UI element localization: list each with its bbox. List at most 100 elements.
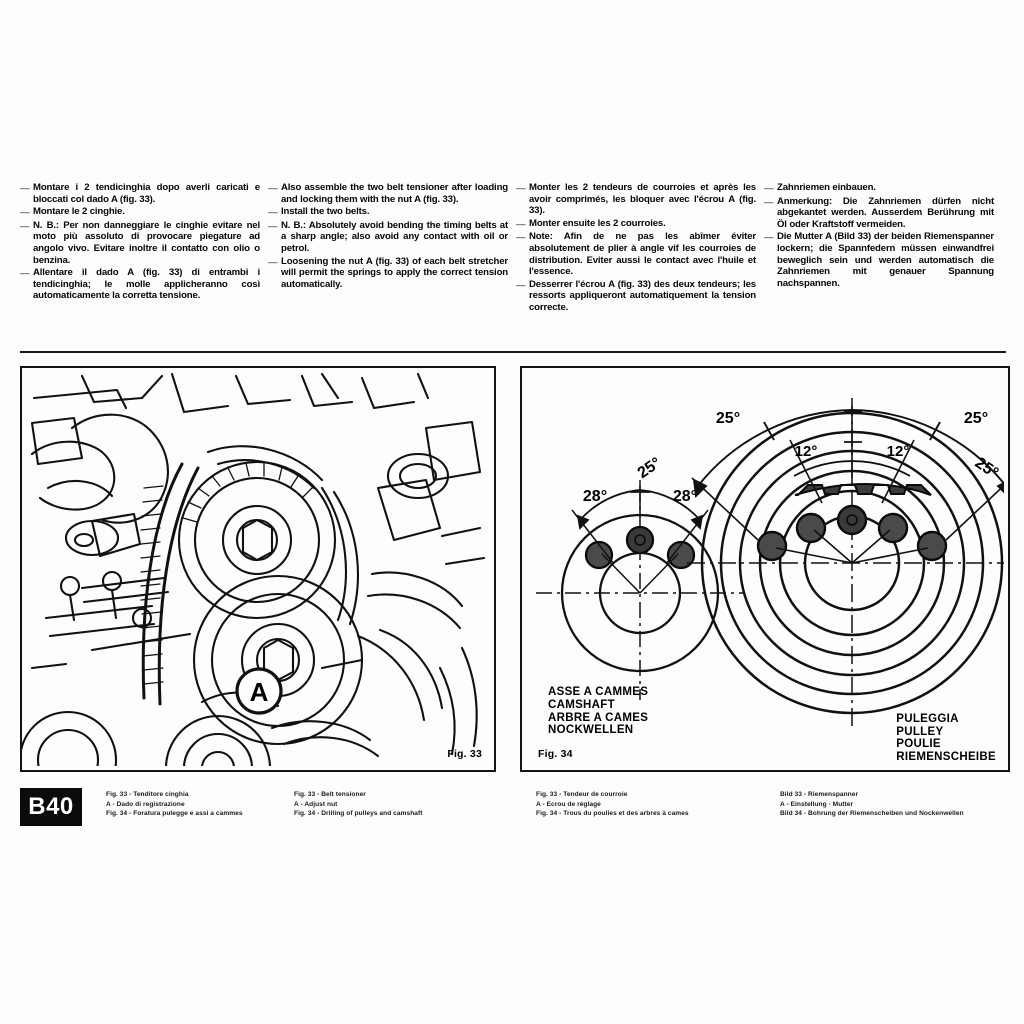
figure-label-fig34: Fig. 34	[538, 748, 573, 760]
instruction-text: Anmerkung: Die Zahnriemen dürfen nicht a…	[777, 196, 994, 231]
dash-marker: —	[20, 268, 30, 280]
instruction-text: Loosening the nut A (fig. 33) of each be…	[281, 255, 508, 290]
dash-marker: —	[268, 256, 278, 268]
instruction-text: Zahnriemen einbauen.	[777, 182, 876, 193]
list-item: — Montare i 2 tendicinghia dopo averli c…	[20, 182, 260, 205]
part-name-en: PULLEY	[896, 725, 944, 738]
instruction-text: Also assemble the two belt tensioner aft…	[281, 182, 508, 205]
part-names-pulley: PULEGGIA PULLEY POULIE RIEMENSCHEIBE	[896, 713, 996, 764]
text-column-german: — Zahnriemen einbauen. — Anmerkung: Die …	[764, 182, 1002, 315]
text-column-italian: — Montare i 2 tendicinghia dopo averli c…	[20, 182, 268, 315]
caption-line: Fig. 33 - Belt tensioner	[294, 791, 366, 798]
caption-line: Bild 34 - Bohrung der Riemenscheiben und…	[780, 810, 964, 818]
instruction-text: N. B.: Absolutely avoid bending the timi…	[281, 220, 508, 255]
dash-marker: —	[268, 220, 278, 232]
dash-marker: —	[764, 196, 774, 208]
part-names-camshaft: ASSE A CAMMES CAMSHAFT ARBRE A CAMES NOC…	[548, 686, 648, 737]
dash-marker: —	[268, 207, 278, 219]
instruction-text: Install the two belts.	[281, 206, 370, 218]
caption-line: A - Adjust nut	[294, 800, 338, 808]
dash-marker: —	[516, 183, 526, 194]
part-name-de: RIEMENSCHEIBE	[896, 751, 996, 764]
instruction-text: Die Mutter A (Bild 33) der beiden Riemen…	[777, 231, 994, 289]
page-number-badge: B40	[20, 788, 82, 826]
instruction-text: Montare i 2 tendicinghia dopo averli car…	[33, 182, 260, 205]
part-name-it: ASSE A CAMMES	[548, 686, 649, 698]
camshaft-diagram: 28° 28°	[536, 480, 744, 700]
list-item: — Montare le 2 cinghie.	[20, 206, 260, 219]
caption-english: Fig. 33 - Belt tensioner A - Adjust nut …	[294, 790, 494, 819]
horizontal-divider	[20, 351, 1006, 353]
part-name-it: PULEGGIA	[896, 712, 959, 725]
figure-label-fig33: Fig. 33	[447, 748, 482, 760]
dash-marker: —	[516, 279, 526, 291]
text-column-french: — Monter les 2 tendeurs de courroies et …	[516, 182, 764, 315]
caption-line: Fig. 33 - Tenditore cinghia	[106, 791, 189, 798]
list-item: — Anmerkung: Die Zahnriemen dürfen nicht…	[764, 196, 994, 231]
list-item: — Zahnriemen einbauen.	[764, 182, 994, 195]
list-item: — N. B.: Per non danneggiare le cinghie …	[20, 220, 260, 266]
dash-marker: —	[268, 183, 278, 194]
angle-label-25-inner-right: 25°	[964, 410, 988, 427]
engine-photo-lineart: A	[22, 368, 490, 766]
caption-line: Bild 33 - Riemenspanner	[780, 791, 859, 798]
text-column-english: — Also assemble the two belt tensioner a…	[268, 182, 516, 315]
instruction-text: N. B.: Per non danneggiare le cinghie ev…	[33, 220, 260, 266]
list-item: — Monter ensuite les 2 courroies.	[516, 218, 756, 231]
part-name-fr: POULIE	[896, 738, 941, 751]
angle-label-28-left: 28°	[583, 488, 607, 505]
instruction-text: Note: Afin de ne pas les abîmer éviter a…	[529, 231, 756, 277]
instruction-text: Montare le 2 cinghie.	[33, 206, 125, 218]
note-body: Absolutely avoid bending the timing belt…	[281, 219, 508, 254]
part-name-en: CAMSHAFT	[548, 698, 615, 711]
callout-a: A	[235, 667, 283, 715]
caption-german: Bild 33 - Riemenspanner A - Einstellung …	[780, 790, 1020, 819]
instruction-text-block: — Montare i 2 tendicinghia dopo averli c…	[20, 182, 1010, 315]
dash-marker: —	[516, 232, 526, 244]
angle-label-12-right: 12°	[887, 443, 910, 460]
dash-marker: —	[20, 220, 30, 232]
caption-line: A - Ecrou de réglage	[536, 800, 601, 808]
list-item: — Allentare il dado A (fig. 33) di entra…	[20, 267, 260, 302]
list-item: — Monter les 2 tendeurs de courroies et …	[516, 182, 756, 217]
angle-label-25-inner-left: 25°	[716, 410, 740, 427]
caption-italian: Fig. 33 - Tenditore cinghia A - Dado di …	[106, 790, 306, 819]
svg-text:A: A	[250, 677, 269, 707]
note-label: Note:	[529, 231, 553, 243]
drilling-diagram: 28° 28°	[522, 368, 1004, 766]
caption-line: Fig. 34 - Foratura pulegge e assi a camm…	[106, 810, 243, 818]
dash-marker: —	[764, 183, 774, 194]
caption-line: Fig. 34 - Drilling of pulleys and camsha…	[294, 810, 423, 818]
page-footer: B40 Fig. 33 - Tenditore cinghia A - Dado…	[20, 788, 1010, 834]
list-item: — Install the two belts.	[268, 206, 508, 219]
caption-line: A - Einstellung - Mutter	[780, 800, 854, 808]
note-body: Afin de ne pas les abîmer éviter absolut…	[529, 231, 756, 278]
note-body: Die Zahnriemen dürfen nicht abgekantet w…	[777, 195, 994, 230]
figure-panel-fig33: A Fig. 33	[20, 366, 496, 772]
caption-line: A - Dado di registrazione	[106, 800, 185, 808]
note-label: Anmerkung:	[777, 195, 832, 207]
dash-marker: —	[20, 183, 30, 194]
caption-french: Fig. 33 - Tendeur de courroie A - Ecrou …	[536, 790, 746, 819]
instruction-text: Desserrer l'écrou A (fig. 33) des deux t…	[529, 278, 756, 313]
dash-marker: —	[764, 232, 774, 244]
dash-marker: —	[516, 218, 526, 230]
list-item: — N. B.: Absolutely avoid bending the ti…	[268, 220, 508, 255]
instruction-text: Monter ensuite les 2 courroies.	[529, 217, 666, 229]
angle-label-28-right: 28°	[673, 488, 697, 505]
pulley-holes	[756, 504, 948, 562]
figure-panel-fig34: 28° 28°	[520, 366, 1010, 772]
instruction-text: Allentare il dado A (fig. 33) di entramb…	[33, 267, 260, 302]
list-item: — Die Mutter A (Bild 33) der beiden Riem…	[764, 231, 994, 289]
caption-line: Fig. 34 - Trous du poulies et des arbres…	[536, 810, 689, 818]
instruction-text: Monter les 2 tendeurs de courroies et ap…	[529, 182, 756, 217]
caption-line: Fig. 33 - Tendeur de courroie	[536, 791, 628, 798]
dash-marker: —	[20, 207, 30, 219]
note-label: N. B.:	[33, 219, 59, 231]
camshaft-holes	[584, 525, 696, 570]
list-item: — Note: Afin de ne pas les abîmer éviter…	[516, 231, 756, 277]
note-body: Per non danneggiare le cinghie evitare n…	[33, 219, 260, 266]
list-item: — Desserrer l'écrou A (fig. 33) des deux…	[516, 279, 756, 314]
part-name-fr: ARBRE A CAMES	[548, 711, 649, 724]
